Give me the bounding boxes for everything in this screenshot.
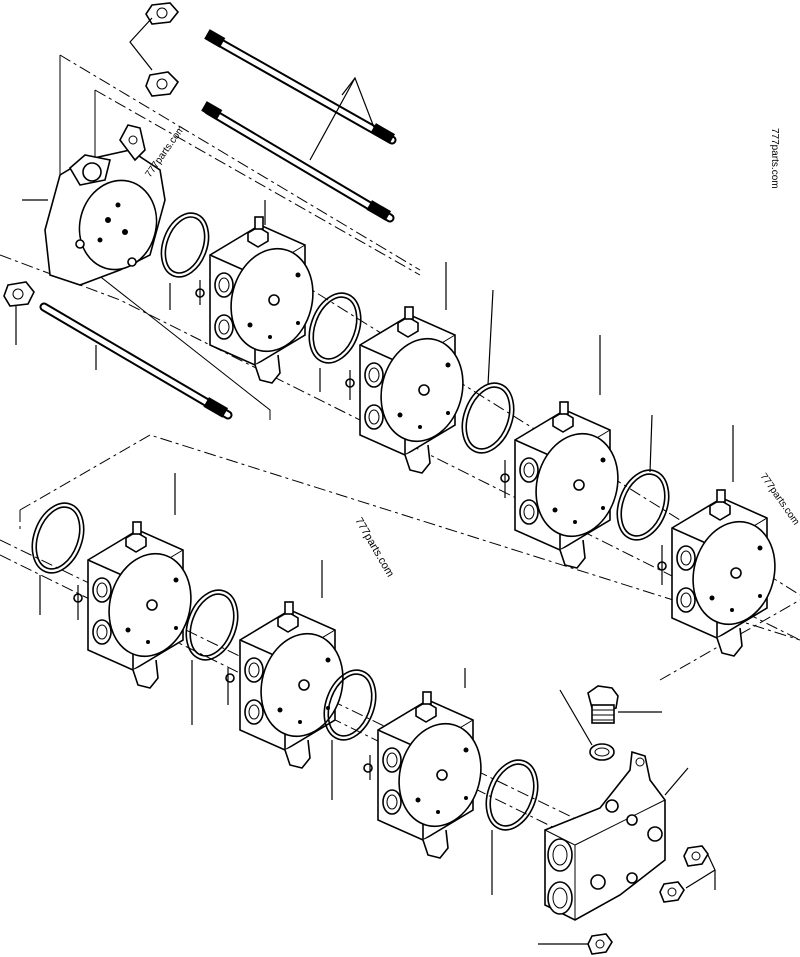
- outlet-end-cover: [544, 750, 689, 921]
- o-ring-4: [616, 469, 670, 541]
- valve-section-5: [73, 521, 203, 689]
- valve-section-3: [500, 401, 630, 569]
- tie-rod-2: [201, 101, 395, 223]
- watermark-side: 777parts.com: [769, 128, 780, 189]
- o-ring-3: [461, 382, 515, 454]
- o-ring-2: [308, 292, 362, 364]
- nut-top-1: [145, 2, 180, 25]
- inlet-end-cover: [22, 124, 166, 286]
- watermark-center: 777parts.com: [352, 516, 396, 580]
- valve-section-6: [225, 601, 355, 769]
- o-ring-5: [31, 502, 85, 574]
- nuts-bottom-right: [538, 845, 716, 955]
- nut-left: [3, 281, 35, 307]
- o-ring-8: [485, 759, 539, 831]
- o-ring-7: [323, 669, 377, 741]
- tie-rod-1: [204, 29, 397, 145]
- valve-section-4: [657, 489, 787, 657]
- tie-rod-set-bottom: [3, 281, 233, 420]
- valve-section-7: [363, 691, 493, 859]
- valve-section-1: [195, 216, 325, 384]
- watermark-top-left: 777parts.com: [143, 124, 187, 180]
- plug-and-washer: [559, 685, 662, 761]
- o-ring-6: [185, 589, 239, 661]
- tie-rod-set-top: [129, 2, 397, 223]
- valve-section-2: [345, 306, 475, 474]
- o-ring-1: [160, 212, 210, 278]
- nut-top-2: [145, 71, 180, 97]
